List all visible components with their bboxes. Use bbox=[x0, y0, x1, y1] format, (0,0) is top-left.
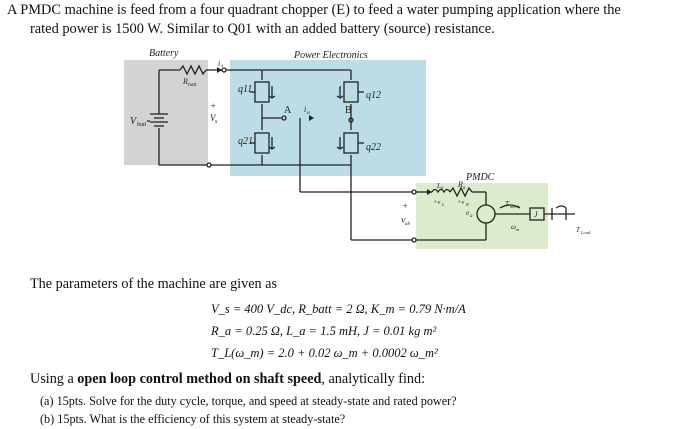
power-electronics-label: Power Electronics bbox=[293, 50, 368, 61]
la-label: L bbox=[436, 182, 441, 190]
question-bold: open loop control method on shaft speed bbox=[77, 371, 322, 387]
ia-label: i bbox=[304, 105, 306, 114]
ea-label: e bbox=[466, 209, 469, 217]
battery-label: Battery bbox=[149, 48, 179, 59]
pmdc-label: PMDC bbox=[465, 172, 495, 183]
params-line-1: V_s = 400 V_dc, R_batt = 2 Ω, K_m = 0.79… bbox=[211, 302, 466, 316]
switch-q12 bbox=[336, 81, 364, 103]
t-load-label: T bbox=[576, 226, 581, 234]
ia-sub: a bbox=[307, 110, 310, 116]
ra-label: R bbox=[457, 180, 463, 189]
node-b-label: B bbox=[345, 105, 352, 116]
is-sub: s bbox=[221, 63, 223, 69]
battery-region bbox=[124, 60, 208, 165]
v-la-sub: L bbox=[441, 202, 445, 207]
r-batt-label: R bbox=[182, 77, 188, 86]
ra-sub: a bbox=[463, 186, 466, 191]
t-mech-sub: mech bbox=[510, 204, 520, 209]
part-a: (a) 15pts. Solve for the duty cycle, tor… bbox=[40, 394, 457, 408]
omega-m-label: ω bbox=[511, 223, 516, 231]
switch-q11 bbox=[250, 81, 276, 103]
la-sub: a bbox=[441, 186, 444, 191]
v-ra-label: +v bbox=[457, 199, 464, 206]
vs-sub: s bbox=[215, 119, 218, 125]
omega-m-sub: m bbox=[516, 227, 520, 232]
question-suffix: , analytically find: bbox=[321, 371, 426, 387]
q21-label: q21 bbox=[238, 136, 253, 147]
params-intro: The parameters of the machine are given … bbox=[30, 276, 277, 292]
is-label: i bbox=[218, 59, 220, 68]
vs-label: V bbox=[210, 113, 217, 123]
ea-sub: a bbox=[470, 214, 473, 219]
pmdc-region bbox=[416, 183, 548, 249]
switch-q21 bbox=[250, 132, 276, 154]
node-a-label: A bbox=[284, 105, 292, 116]
j-label: J bbox=[534, 210, 538, 219]
vab-label: V bbox=[401, 217, 406, 225]
params-line-2: R_a = 0.25 Ω, L_a = 1.5 mH, J = 0.01 kg … bbox=[211, 324, 437, 338]
power-electronics-region bbox=[230, 60, 426, 176]
r-batt-sub: batt bbox=[188, 82, 197, 88]
t-mech-label: T bbox=[505, 200, 510, 208]
v-ra-sub: R bbox=[465, 202, 469, 207]
problem-line-1: A PMDC machine is feed from a four quadr… bbox=[7, 2, 621, 18]
problem-line-2: rated power is 1500 W. Similar to Q01 wi… bbox=[30, 21, 495, 37]
question-prefix: Using a bbox=[30, 371, 78, 387]
params-line-3: T_L(ω_m) = 2.0 + 0.02 ω_m + 0.0002 ω_m² bbox=[211, 346, 438, 360]
vs-plus: + bbox=[210, 101, 216, 111]
part-b: (b) 15pts. What is the efficiency of thi… bbox=[40, 412, 346, 426]
vab-sub: ab bbox=[405, 222, 411, 227]
q11-label: q11 bbox=[238, 84, 252, 95]
t-load-sub: Load bbox=[580, 230, 591, 235]
vab-plus: + bbox=[402, 201, 408, 211]
q12-label: q12 bbox=[366, 90, 381, 101]
v-batt-label: V bbox=[130, 116, 138, 127]
switch-q22 bbox=[336, 132, 364, 154]
v-batt-sub: batt bbox=[137, 122, 147, 128]
v-la-label: +v bbox=[433, 199, 440, 206]
q22-label: q22 bbox=[366, 142, 381, 153]
question-line: Using a open loop control method on shaf… bbox=[30, 371, 425, 388]
